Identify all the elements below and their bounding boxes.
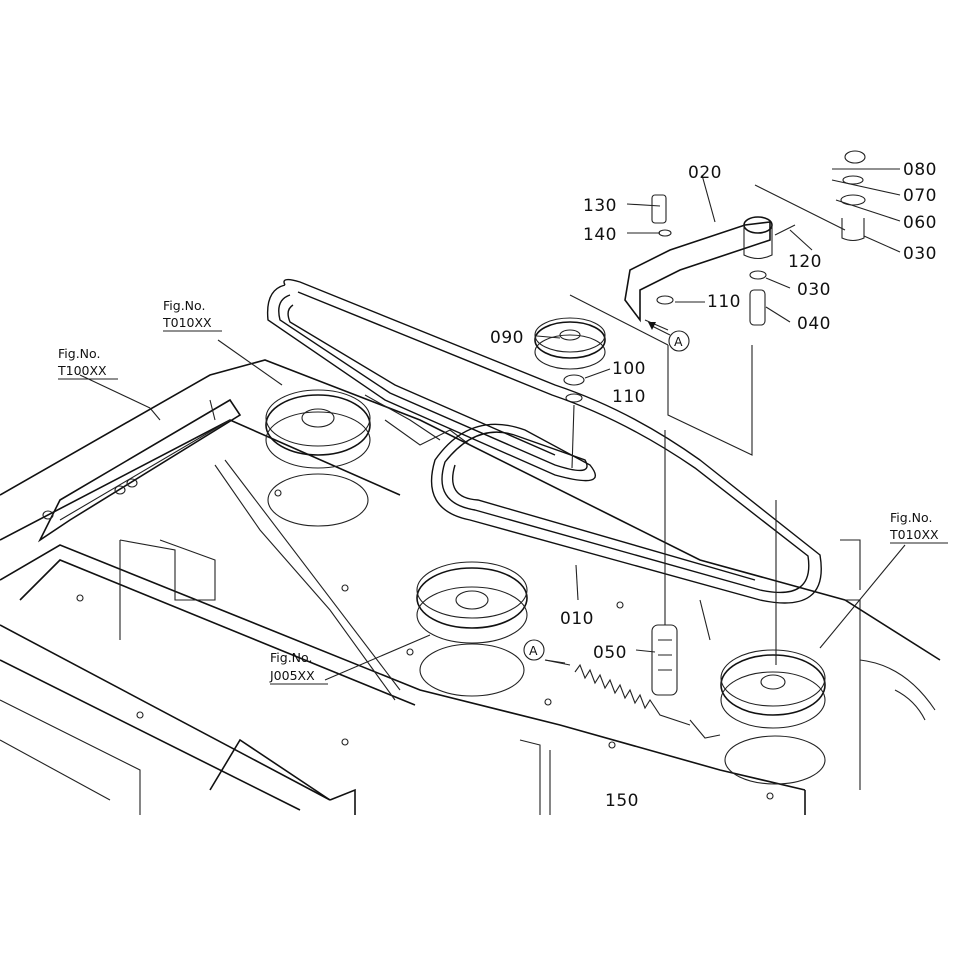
fig-ref-j005-code: J005XX	[269, 668, 315, 683]
label-010: 010	[560, 609, 594, 629]
label-050: 050	[593, 643, 627, 663]
fig-ref-t010-left-title: Fig.No.	[163, 298, 205, 313]
spring-bracket-050	[651, 624, 721, 739]
tension-pulley-090	[534, 317, 606, 403]
label-040: 040	[797, 314, 831, 334]
label-060: 060	[903, 213, 937, 233]
label-070: 070	[903, 186, 937, 206]
label-120: 120	[788, 252, 822, 272]
label-130: 130	[583, 196, 617, 216]
label-090: 090	[490, 328, 524, 348]
label-080: 080	[903, 160, 937, 180]
marker-a-bottom: A	[523, 639, 545, 661]
label-110: 110	[612, 387, 646, 407]
spindle-pulley-left	[265, 389, 371, 527]
center-pulley-j005	[416, 561, 528, 697]
mower-deck	[0, 359, 941, 815]
reference-lines	[569, 184, 846, 665]
marker-a-bottom-letter: A	[529, 643, 538, 658]
fig-ref-t010-right-title: Fig.No.	[890, 510, 932, 525]
arrow-a-top	[648, 322, 671, 336]
label-030-top: 030	[903, 244, 937, 264]
arrow-a-bottom	[544, 659, 566, 664]
part-labels: 130 140 020 080 070 060 030 120 030 040 …	[490, 160, 937, 811]
idler-arm-020	[624, 150, 866, 326]
fig-ref-t100-title: Fig.No.	[58, 346, 100, 361]
leader-lines	[79, 168, 906, 681]
fig-ref-t100-code: T100XX	[57, 363, 107, 378]
v-belt	[266, 278, 822, 604]
marker-a-top: A	[668, 330, 690, 352]
label-140: 140	[583, 225, 617, 245]
fig-ref-t010-left-code: T010XX	[162, 315, 212, 330]
label-110-top: 110	[707, 292, 741, 312]
figure-references: Fig.No. T100XX Fig.No. T010XX Fig.No. T0…	[57, 298, 948, 685]
fig-ref-t010-right-code: T010XX	[889, 527, 939, 542]
label-030: 030	[797, 280, 831, 300]
label-100: 100	[612, 359, 646, 379]
label-020: 020	[688, 163, 722, 183]
fig-ref-j005-title: Fig.No.	[270, 650, 312, 665]
spindle-pulley-right	[720, 649, 826, 785]
label-150: 150	[605, 791, 639, 811]
marker-a-top-letter: A	[674, 334, 683, 349]
